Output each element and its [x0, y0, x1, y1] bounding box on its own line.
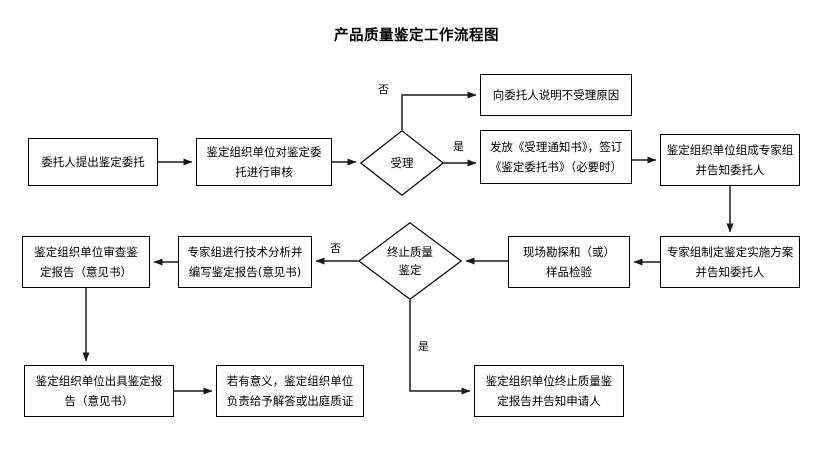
- node-issue-report: 鉴定组织单位出具鉴定报 告（意见书）: [24, 365, 174, 417]
- node-site-survey-sampling: 现场勘探和（或） 样品检验: [508, 236, 630, 288]
- connector-d1-n3-no: [401, 91, 477, 130]
- decision-accept-case-label: 受理: [390, 155, 414, 170]
- node-entrust-request-label: 委托人提出鉴定委托: [41, 154, 145, 169]
- node-answer-or-testify: 若有意义，鉴定组织单位 负责给予解答或出庭质证: [216, 365, 364, 417]
- node-entrust-request: 委托人提出鉴定委托: [28, 138, 158, 186]
- node-form-expert-group: 鉴定组织单位组成专家组 并告知委托人: [660, 134, 800, 186]
- node-technical-analysis-label: 专家组进行技术分析并 编写鉴定报告(意见书): [187, 244, 303, 279]
- node-form-expert-group-label: 鉴定组织单位组成专家组 并告知委托人: [666, 142, 794, 177]
- node-terminate-report-label: 鉴定组织单位终止质量鉴 定报告并告知申请人: [485, 373, 613, 408]
- node-review-report: 鉴定组织单位审查鉴 定报告（意见书）: [22, 236, 150, 288]
- decision-terminate-appraisal: 终止质量 鉴定: [357, 222, 463, 300]
- node-review-entrustment: 鉴定组织单位对鉴定委 托进行审核: [196, 138, 332, 186]
- edge-label-yes-terminate: 是: [418, 340, 429, 353]
- node-review-entrustment-label: 鉴定组织单位对鉴定委 托进行审核: [206, 144, 322, 179]
- node-expert-plan: 专家组制定鉴定实施方案 并告知委托人: [660, 236, 800, 288]
- edge-label-no-accept: 否: [378, 83, 389, 96]
- node-technical-analysis: 专家组进行技术分析并 编写鉴定报告(意见书): [178, 236, 312, 288]
- node-issue-report-label: 鉴定组织单位出具鉴定报 告（意见书）: [35, 373, 163, 408]
- node-expert-plan-label: 专家组制定鉴定实施方案 并告知委托人: [666, 244, 794, 279]
- node-site-survey-sampling-label: 现场勘探和（或） 样品检验: [523, 244, 615, 279]
- page-title: 产品质量鉴定工作流程图: [334, 28, 499, 44]
- node-explain-rejection: 向委托人说明不受理原因: [480, 74, 632, 116]
- edge-label-no-terminate: 否: [330, 242, 341, 255]
- node-answer-or-testify-label: 若有意义，鉴定组织单位 负责给予解答或出庭质证: [226, 373, 354, 408]
- decision-accept-case-shape: [359, 130, 445, 196]
- node-issue-acceptance-notice: 发放《受理通知书》，签订 《鉴定委托书》（必要时）: [480, 130, 632, 184]
- node-issue-acceptance-notice-label: 发放《受理通知书》，签订 《鉴定委托书》（必要时）: [489, 139, 623, 174]
- node-review-report-label: 鉴定组织单位审查鉴 定报告（意见书）: [34, 244, 138, 279]
- decision-terminate-appraisal-shape: [357, 222, 463, 300]
- node-terminate-report: 鉴定组织单位终止质量鉴 定报告并告知申请人: [474, 365, 624, 417]
- node-explain-rejection-label: 向委托人说明不受理原因: [492, 87, 620, 102]
- edge-label-yes-accept: 是: [453, 140, 464, 153]
- decision-terminate-appraisal-label: 终止质量 鉴定: [387, 244, 433, 277]
- decision-accept-case: 受理: [359, 130, 445, 196]
